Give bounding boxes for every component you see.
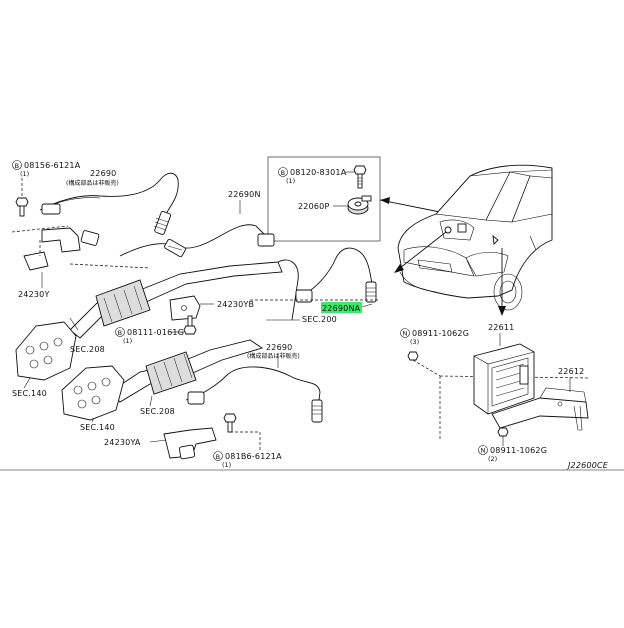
label-bolt-left-top-qty: (1) [20,170,29,178]
sensor-wire-22690N [119,224,267,257]
connector-22690NA-icon [295,289,313,303]
nut-top-icon [407,351,419,361]
oxygen-sensor-top-icon [153,211,172,235]
circle-b-bottom-icon [213,451,223,461]
label-22060P: 22060P [298,202,329,211]
connector-22690N-icon [257,233,275,247]
label-sec208-mid: SEC.208 [140,407,175,416]
label-22690NA: 22690NA [322,304,361,313]
label-sec200: SEC.200 [302,315,337,324]
circle-b-letter: B [281,169,285,177]
arrow-left-icon [394,264,404,273]
knock-sensor-icon [347,195,372,215]
highlight-22690NA [321,302,362,313]
oxygen-sensor-22690N-icon [164,238,186,258]
bolt-bottom-icon [223,413,237,433]
connector-top-left-icon [41,203,61,215]
label-nut-top: 08911-1062G [412,329,469,338]
circle-b-center-letter: B [118,329,122,337]
label-22690-bottom: 22690 [266,343,292,352]
label-note-top: (構成部品は非販売) [66,179,119,187]
circle-n-letter: N [403,330,408,338]
label-nut-bottom-qty: (2) [488,455,497,463]
connector-bottom-icon [187,391,205,405]
bracket-24230YA-icon [163,427,217,460]
circle-b-bottom-letter: B [216,453,220,461]
label-22690N: 22690N [228,190,261,199]
exhaust-pipe-rear-icon [109,339,264,403]
label-24230Y: 24230Y [18,290,50,299]
label-22690-top: 22690 [90,169,116,178]
label-sec208-left: SEC.208 [70,345,105,354]
sensor-wire-bottom [185,366,321,409]
oxygen-sensor-22690NA-icon [365,281,377,303]
label-nut-top-qty: (3) [410,338,419,346]
nut-bottom-icon [497,427,509,437]
circle-n-bottom-letter: N [481,447,486,455]
label-bolt-bottom-qty: (1) [222,461,231,469]
exhaust-manifold-right-icon [61,365,125,421]
circle-b-center-icon [115,327,125,337]
label-22611: 22611 [488,323,514,332]
label-sec140-left: SEC.140 [12,389,47,398]
label-nut-bottom: 08911-1062G [490,446,547,455]
label-note-mid: (構成部品は非販売) [247,352,300,360]
label-22612: 22612 [558,367,584,376]
label-ref-code: J22600CE [566,461,609,470]
bracket-24230YB-icon [169,295,201,321]
ecu-module-icon [473,343,535,415]
oxygen-sensor-bottom-icon [311,399,323,423]
sensor-wire-top [39,172,179,215]
sensor-wire-22690NA [299,247,373,297]
arrow-down-icon [498,306,506,316]
circle-n-bottom-icon [478,445,488,455]
exhaust-manifold-left-icon [15,321,77,381]
circle-b-top-icon [12,160,22,170]
circle-n-icon [400,328,410,338]
label-bolt-left-top: 08156-6121A [24,161,81,170]
label-inset-bolt-qty: (1) [286,177,295,185]
label-24230YA: 24230YA [104,438,141,447]
bolt-center-icon [183,315,197,335]
label-inset-bolt: 08120-8301A [290,168,347,177]
bolt-left-top-icon [15,197,29,217]
label-24230YB: 24230YB [217,300,254,309]
car-illustration [397,164,553,311]
bracket-24230Y-icon [23,227,100,271]
circle-b-top-letter: B [15,162,19,170]
label-bolt-bottom: 081B6-6121A [225,452,282,461]
label-sec140-mid: SEC.140 [80,423,115,432]
knock-sensor-inset-box [267,156,381,242]
inset-bolt-icon [353,165,367,189]
label-bolt-center-qty: (1) [123,337,132,345]
exhaust-pipe-front-icon [69,259,299,339]
circle-b-icon [278,167,288,177]
label-bolt-center: 08111-0161G [127,328,184,337]
